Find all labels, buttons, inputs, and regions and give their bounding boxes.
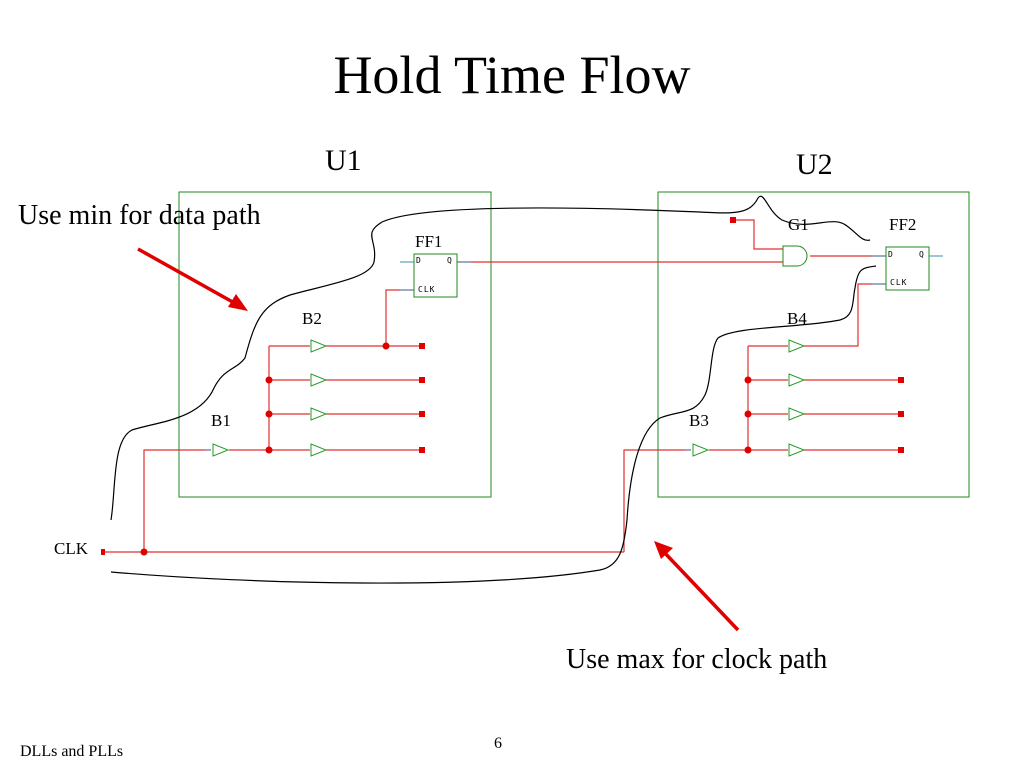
b3-buffer xyxy=(692,443,710,457)
g1-label: G1 xyxy=(788,215,809,234)
junction-dots xyxy=(140,342,752,556)
unit-u1-box xyxy=(178,191,492,498)
ff2-pin-d: D xyxy=(888,250,894,259)
ff1-pin-clk: CLK xyxy=(418,285,436,294)
ff1-pin-d: D xyxy=(416,256,422,265)
unit-u1-label: U1 xyxy=(325,144,362,177)
u2-buffers xyxy=(692,339,806,457)
u2-buffer-2 xyxy=(788,373,806,387)
callout-data-path: Use min for data path xyxy=(18,200,261,231)
data-path-curve xyxy=(110,195,871,521)
ff2-body xyxy=(885,246,930,291)
u2-buffer-3 xyxy=(788,407,806,421)
unit-u2-label: U2 xyxy=(796,148,833,181)
u1-buffer-2 xyxy=(310,373,328,387)
unit-u2-box xyxy=(657,191,970,498)
ff2-pin-clk: CLK xyxy=(890,278,908,287)
u2-wires xyxy=(623,219,901,552)
slide-title: Hold Time Flow xyxy=(333,45,691,105)
callout-clock-path: Use max for clock path xyxy=(566,644,828,675)
b3-label: B3 xyxy=(689,411,709,430)
b2-buffer xyxy=(310,339,328,353)
callout-arrows xyxy=(137,247,740,632)
u1-buffer-3 xyxy=(310,407,328,421)
ff2-pin-q: Q xyxy=(919,250,925,259)
b2-label: B2 xyxy=(302,309,322,328)
ff1-pin-q: Q xyxy=(447,256,453,265)
ff1-body xyxy=(413,253,458,298)
page-number: 6 xyxy=(494,735,502,752)
b4-label: B4 xyxy=(787,309,807,328)
u1-buffers xyxy=(212,339,328,457)
pin-stubs xyxy=(205,255,943,451)
ff2-label: FF2 xyxy=(889,215,917,234)
u1-buffer-4 xyxy=(310,443,328,457)
b1-label: B1 xyxy=(211,411,231,430)
footer-left-text: DLLs and PLLs xyxy=(20,743,124,760)
clock-path-curve xyxy=(110,265,877,584)
ff1-label: FF1 xyxy=(415,232,443,251)
u1-wires xyxy=(103,261,783,553)
u2-buffer-4 xyxy=(788,443,806,457)
clk-input-label: CLK xyxy=(54,539,88,558)
b4-buffer xyxy=(788,339,806,353)
g1-and-gate xyxy=(782,245,808,267)
terminal-squares xyxy=(101,217,904,555)
b1-buffer xyxy=(212,443,230,457)
